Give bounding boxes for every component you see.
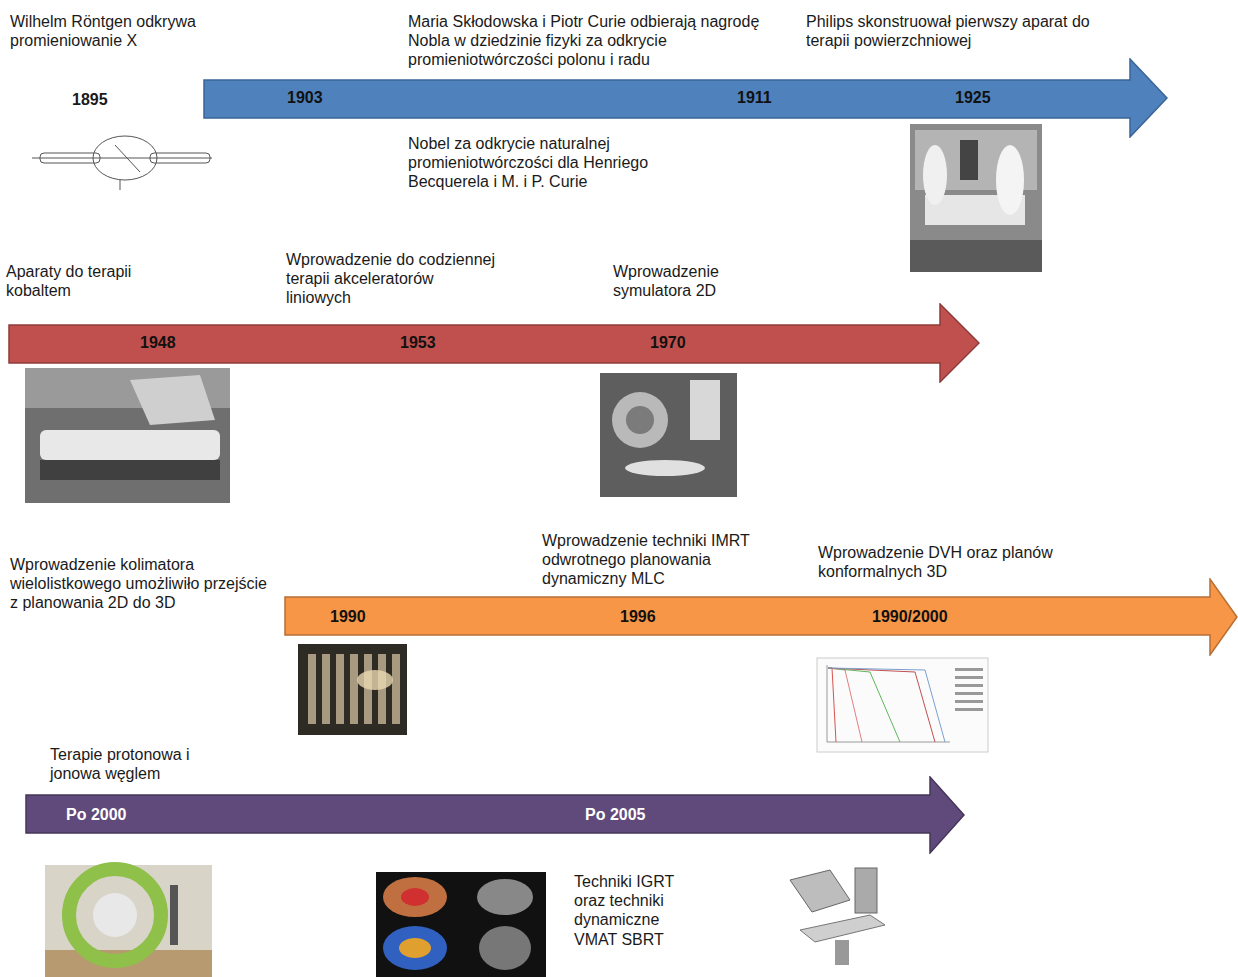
year-label: 1903	[287, 89, 323, 107]
arrow-body	[26, 777, 964, 853]
timeline-arrow: 1948 1953 1970	[8, 303, 980, 383]
timeline-arrow: 1903 1911 1925	[203, 58, 1168, 138]
year-label: 1990/2000	[872, 608, 948, 626]
ct-images	[376, 872, 546, 977]
timeline-arrow: 1990 1996 1990/2000	[284, 578, 1238, 656]
event-note: Terapie protonowa i jonowa węglem	[50, 745, 230, 783]
robotic-couch	[790, 868, 885, 965]
year-label: 1953	[400, 334, 436, 352]
arrow-shape	[25, 776, 965, 854]
xray-tube-sketch	[32, 136, 212, 190]
year-label: 1948	[140, 334, 176, 352]
year-label: Po 2005	[585, 806, 645, 824]
event-note: Philips skonstruował pierwszy aparat do …	[806, 12, 1126, 50]
event-note: Wprowadzenie techniki IMRT odwrotnego pl…	[542, 531, 792, 589]
arrow-body	[9, 304, 979, 382]
mlc-photo	[298, 644, 407, 735]
year-label: 1990	[330, 608, 366, 626]
year-label: 1911	[737, 89, 772, 107]
event-note: Wprowadzenie kolimatora wielolistkowego …	[10, 555, 278, 613]
event-note: Maria Skłodowska i Piotr Curie odbierają…	[408, 12, 798, 70]
year-label: Po 2000	[66, 806, 126, 824]
cobalt-unit-photo	[25, 368, 230, 503]
event-note: Techniki IGRT oraz techniki dynamiczne V…	[574, 872, 699, 949]
year-label: 1996	[620, 608, 656, 626]
event-note: Wprowadzenie do codziennej terapii akcel…	[286, 250, 501, 308]
event-note: Wprowadzenie DVH oraz planów konformalny…	[818, 543, 1058, 581]
arrow-body	[204, 59, 1167, 137]
timeline-arrow: Po 2000 Po 2005	[25, 776, 965, 854]
arrow-shape	[284, 578, 1238, 656]
event-note: Aparaty do terapii kobaltem	[6, 262, 176, 300]
year-label: 1925	[955, 89, 991, 107]
therapy-photo-1925	[910, 124, 1042, 272]
event-note: Wilhelm Röntgen odkrywa promieniowanie X	[10, 12, 250, 50]
event-note: Nobel za odkrycie naturalnej promieniotw…	[408, 134, 698, 192]
proton-gantry-photo	[45, 865, 212, 977]
arrow-body	[285, 579, 1237, 655]
arrow-shape	[203, 58, 1168, 138]
dvh-chart	[817, 658, 988, 752]
year-label: 1970	[650, 334, 686, 352]
event-note: 1895	[72, 90, 132, 109]
event-note: Wprowadzenie symulatora 2D	[613, 262, 763, 300]
simulator-photo	[600, 373, 737, 497]
